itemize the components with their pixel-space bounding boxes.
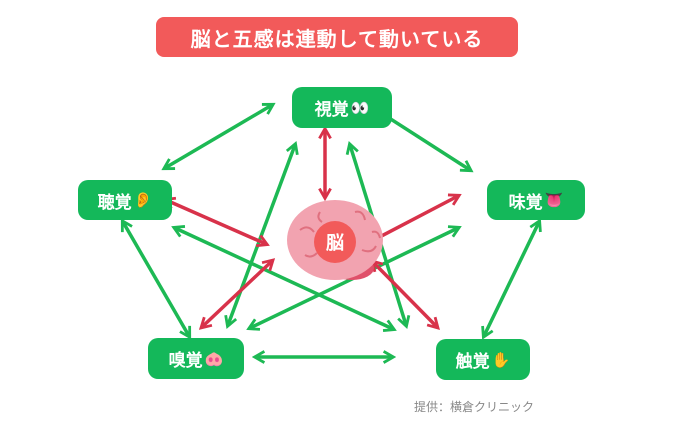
ear-icon: 👂 bbox=[133, 191, 153, 209]
diagram-title: 脳と五感は連動して動いている bbox=[156, 17, 518, 57]
hearing-label: 聴覚 bbox=[97, 192, 132, 213]
arrow-hearing-brain bbox=[162, 196, 270, 248]
node-hearing: 聴覚👂 bbox=[78, 180, 172, 220]
brain-label: 脳 bbox=[314, 221, 356, 263]
taste-label: 味覚 bbox=[508, 192, 543, 213]
arrow-smell-brain bbox=[198, 258, 276, 330]
sight-label: 視覚 bbox=[314, 100, 349, 120]
arrow-hearing-smell bbox=[120, 218, 192, 340]
arrow-taste-touch bbox=[481, 218, 542, 340]
node-touch: 触覚✋ bbox=[436, 339, 530, 380]
node-smell: 嗅覚🐽 bbox=[148, 338, 244, 379]
smell-label: 嗅覚 bbox=[168, 351, 203, 371]
touch-label: 触覚 bbox=[455, 352, 490, 372]
hand-icon: ✋ bbox=[491, 350, 511, 369]
pig-nose-icon: 🐽 bbox=[204, 349, 224, 368]
arrow-touch-brain bbox=[370, 258, 440, 331]
arrow-sight-smell bbox=[224, 141, 299, 329]
eyes-icon: 👀 bbox=[350, 98, 370, 117]
node-sight: 視覚👀 bbox=[292, 87, 392, 128]
arrow-taste-brain bbox=[366, 193, 462, 245]
tongue-icon: 👅 bbox=[544, 191, 564, 209]
arrow-sight-hearing bbox=[161, 102, 276, 171]
node-taste: 味覚👅 bbox=[487, 180, 585, 220]
credit-text: 提供：横倉クリニック bbox=[414, 400, 535, 414]
